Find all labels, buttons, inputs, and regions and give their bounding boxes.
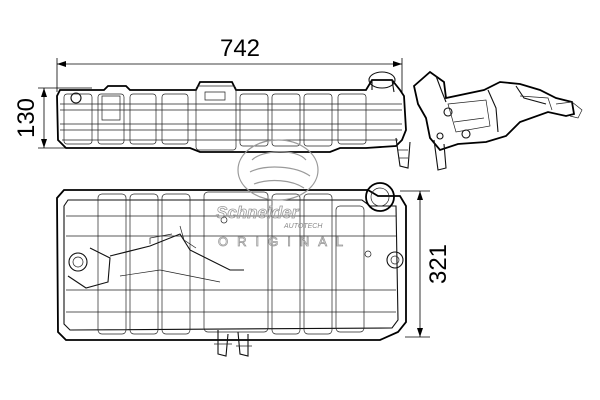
brand-name: Schneider bbox=[216, 203, 300, 222]
tank-side-view bbox=[56, 71, 411, 169]
side-view-ribs bbox=[63, 85, 367, 151]
tank-end-view bbox=[413, 70, 583, 171]
brand-logo-icon bbox=[237, 139, 319, 201]
original-label: ORIGINAL bbox=[218, 234, 352, 249]
brand-watermark: Schneider AUTOTECH ORIGINAL bbox=[216, 139, 352, 249]
width-value: 321 bbox=[425, 244, 452, 284]
width-dimension: 321 bbox=[400, 190, 452, 338]
length-dimension: 742 bbox=[56, 35, 403, 92]
height-value: 130 bbox=[13, 98, 40, 138]
tank-top-view bbox=[56, 182, 407, 357]
height-dimension: 130 bbox=[13, 87, 92, 149]
top-view-ribs bbox=[97, 191, 365, 335]
brand-tagline: AUTOTECH bbox=[283, 223, 323, 230]
length-value: 742 bbox=[220, 35, 260, 62]
